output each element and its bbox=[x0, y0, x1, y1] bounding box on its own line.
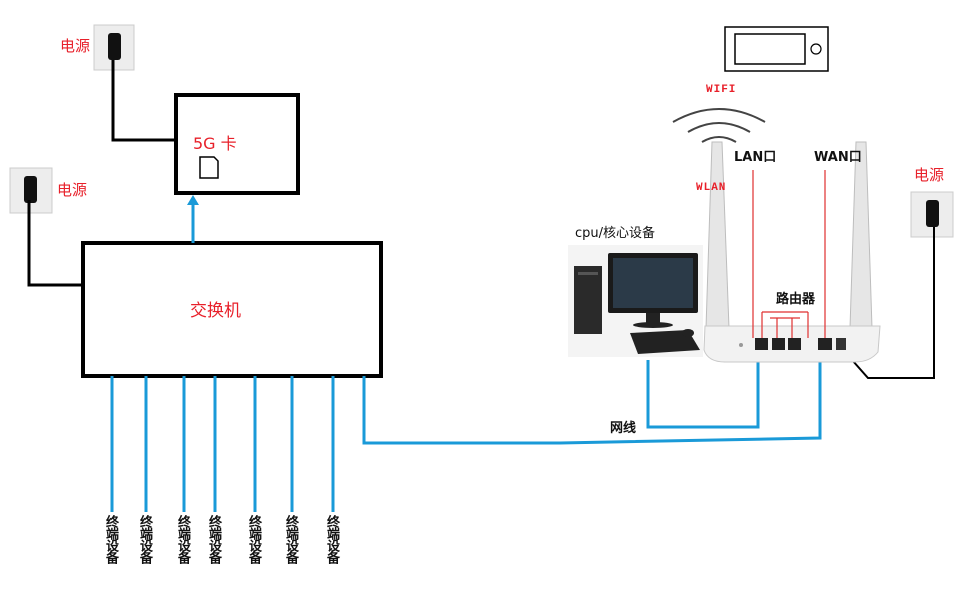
5g-card-label: 5G 卡 bbox=[193, 134, 237, 153]
terminal-label-7: 终端设备 bbox=[324, 515, 339, 563]
terminal-cables bbox=[110, 376, 335, 512]
router-device bbox=[703, 141, 881, 363]
terminal-label-6: 终端设备 bbox=[283, 515, 298, 563]
power-label-2: 电源 bbox=[57, 181, 88, 199]
network-cable-switch-router bbox=[362, 348, 822, 445]
terminal-label-1: 终端设备 bbox=[103, 515, 118, 563]
uplink-arrow bbox=[187, 195, 199, 205]
wlan-label: WLAN bbox=[696, 182, 727, 194]
5g-card-box bbox=[174, 93, 300, 195]
power-label-3: 电源 bbox=[914, 166, 945, 184]
switch-label: 交换机 bbox=[190, 301, 241, 321]
power-label-1: 电源 bbox=[60, 37, 91, 55]
router-label: 路由器 bbox=[776, 292, 816, 307]
sim-card-icon bbox=[199, 156, 219, 179]
wifi-signal-icon bbox=[672, 108, 766, 143]
terminal-label-3: 终端设备 bbox=[175, 515, 190, 563]
wifi-label: WIFI bbox=[706, 84, 737, 96]
switch-box bbox=[81, 241, 383, 378]
power-outlet-3 bbox=[910, 191, 954, 238]
wan-port-label: WAN口 bbox=[814, 150, 862, 165]
power-outlet-2 bbox=[9, 167, 53, 214]
power-cable-switch bbox=[27, 200, 90, 287]
lan-port-label: LAN口 bbox=[734, 150, 777, 165]
cpu-label: cpu/核心设备 bbox=[575, 226, 656, 241]
terminal-label-2: 终端设备 bbox=[137, 515, 152, 563]
network-cable-cpu-router bbox=[646, 348, 760, 429]
cable-label: 网线 bbox=[610, 421, 637, 436]
cpu-computer-icon bbox=[568, 245, 703, 357]
terminal-label-4: 终端设备 bbox=[206, 515, 221, 563]
power-cable-card bbox=[111, 60, 176, 142]
power-cable-router bbox=[844, 227, 935, 379]
terminal-label-5: 终端设备 bbox=[246, 515, 261, 563]
display-device-icon bbox=[724, 26, 829, 72]
